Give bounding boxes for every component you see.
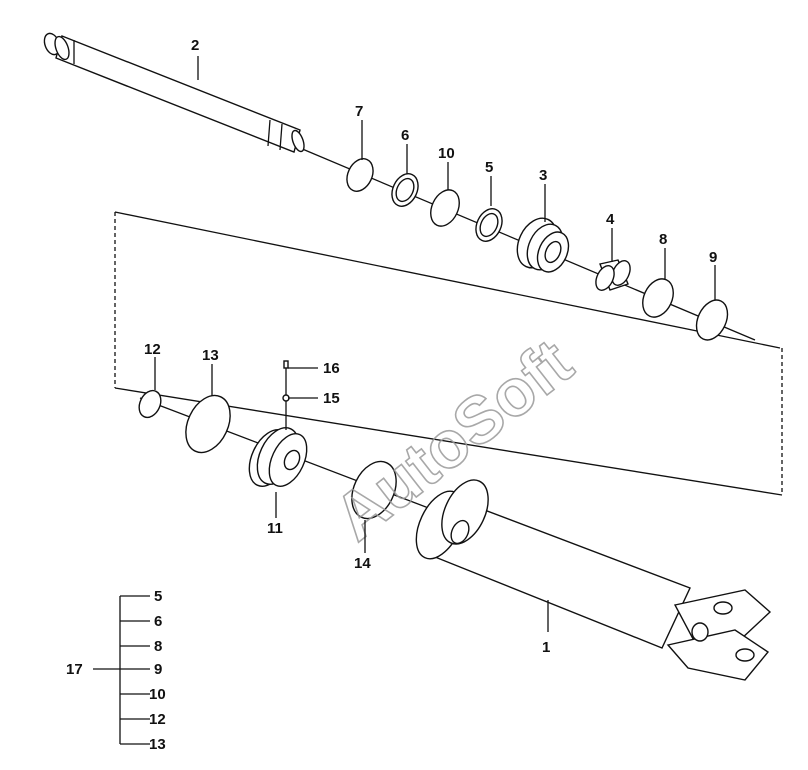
callout-4: 4 <box>606 211 615 228</box>
callout-14: 14 <box>354 555 371 572</box>
callout-1: 1 <box>542 639 550 656</box>
o-ring-9 <box>695 299 729 341</box>
callout-7: 7 <box>355 103 363 120</box>
bushing-4 <box>595 259 631 291</box>
kit-bracket <box>93 595 150 745</box>
o-ring-7 <box>346 158 374 192</box>
kit-item: 9 <box>154 661 162 678</box>
callout-9: 9 <box>709 249 717 266</box>
callout-10: 10 <box>438 145 455 162</box>
callout-6: 6 <box>401 127 409 144</box>
cylinder-barrel <box>415 479 772 681</box>
o-ring-10 <box>430 189 460 227</box>
kit-item: 10 <box>149 686 166 703</box>
o-ring-14 <box>351 460 397 520</box>
o-ring-8 <box>642 278 674 318</box>
callout-13: 13 <box>202 347 219 364</box>
kit-item: 5 <box>154 588 162 605</box>
kit-item: 8 <box>154 638 162 655</box>
kit-item: 12 <box>149 711 166 728</box>
o-ring-12 <box>138 389 162 419</box>
callout-3: 3 <box>539 167 547 184</box>
callout-15: 15 <box>323 390 340 407</box>
callout-11: 11 <box>267 520 283 537</box>
set-screw-16 <box>283 360 289 369</box>
kit-item: 6 <box>154 613 162 630</box>
kit-label: 17 <box>66 661 83 678</box>
piston-rod <box>43 32 305 153</box>
o-ring-13 <box>185 394 231 454</box>
seal-ring-6 <box>391 173 419 207</box>
callout-8: 8 <box>659 231 667 248</box>
piston-11 <box>248 427 308 487</box>
seal-ring-5 <box>475 208 503 242</box>
leader-lines <box>154 56 716 632</box>
callout-2: 2 <box>191 37 199 54</box>
callout-12: 12 <box>144 341 161 358</box>
kit-item: 13 <box>149 736 166 753</box>
callout-5: 5 <box>485 159 493 176</box>
gland-3 <box>516 217 570 273</box>
callout-16: 16 <box>323 360 340 377</box>
